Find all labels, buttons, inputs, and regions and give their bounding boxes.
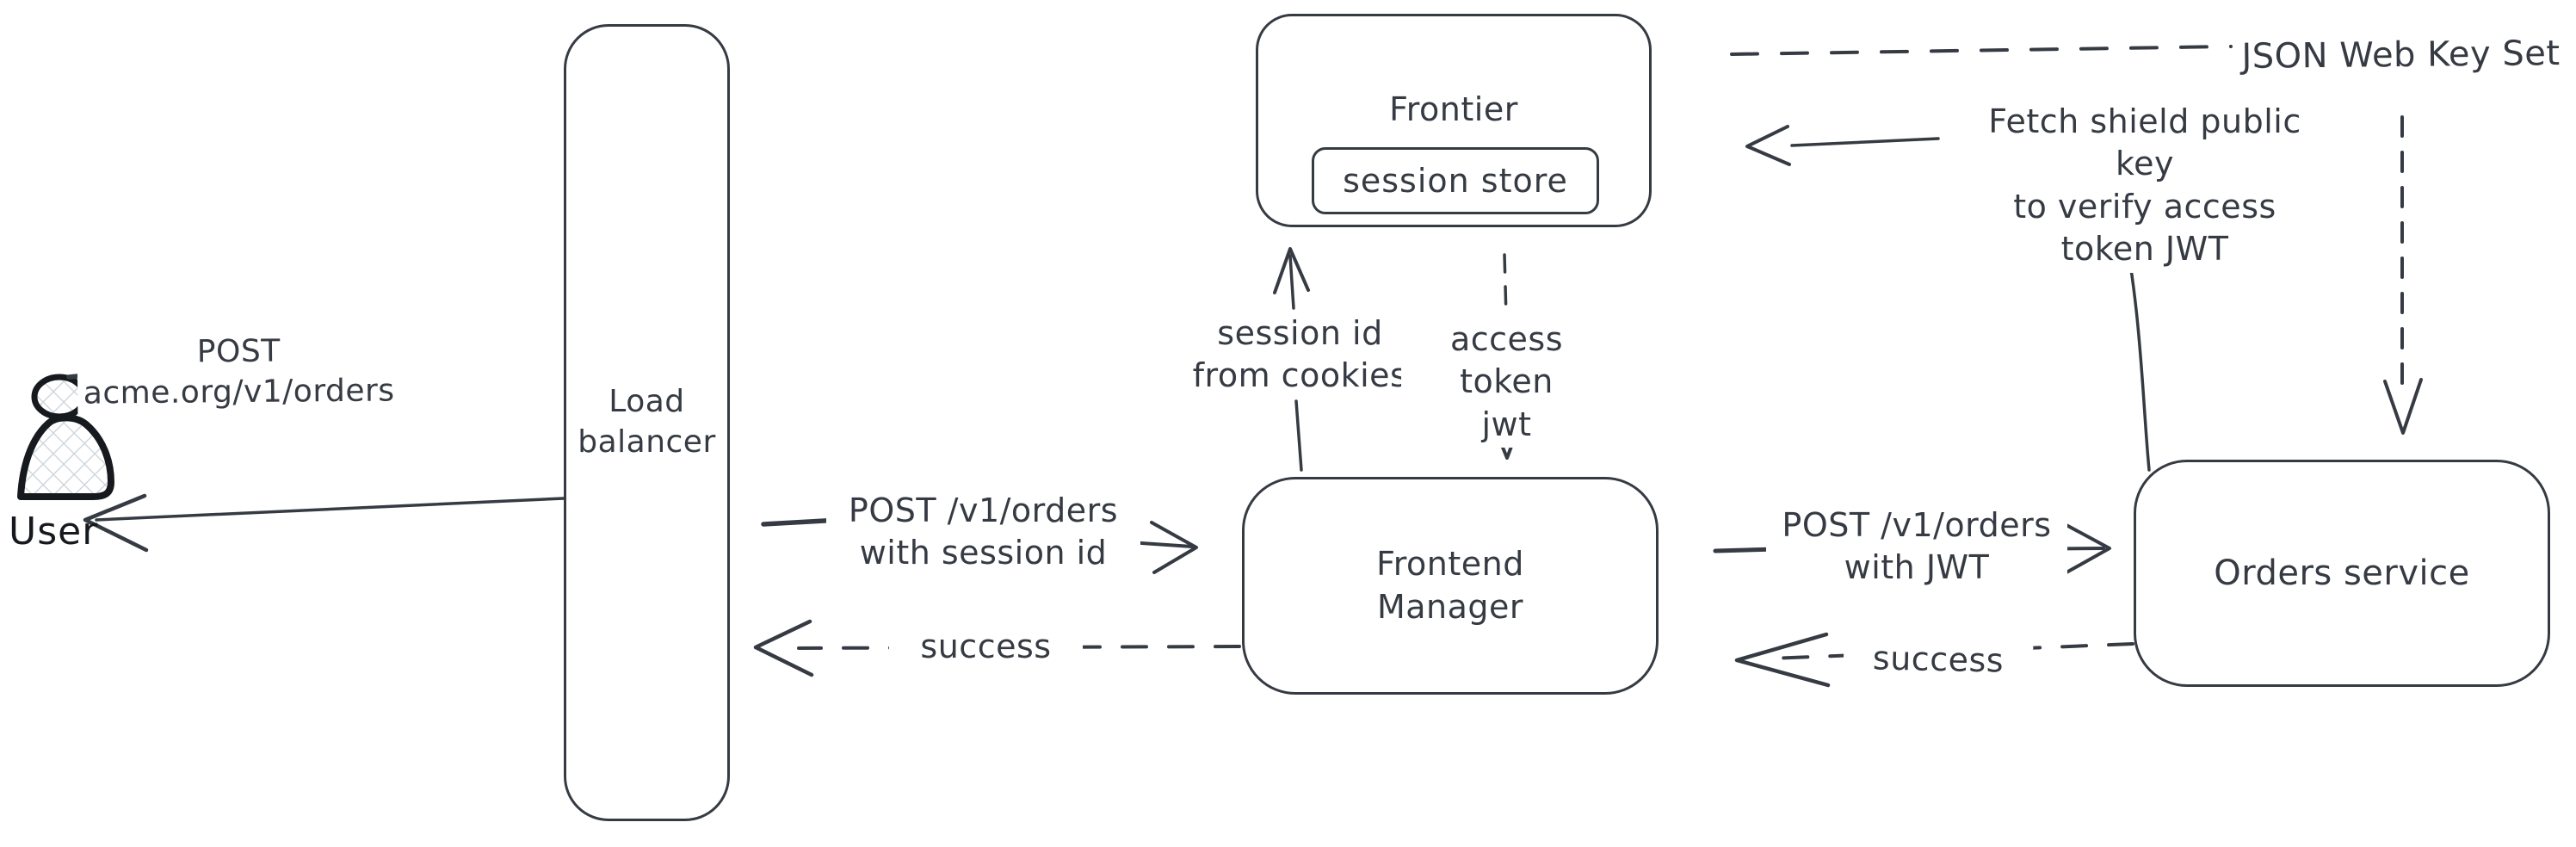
edge-label-post-acme: POST acme.org/v1/orders <box>77 329 401 417</box>
load-balancer-node[interactable]: Load balancer <box>564 24 730 821</box>
arrow-lb-to-user <box>83 493 565 553</box>
session-store-node[interactable]: session store <box>1312 147 1599 214</box>
arrow-frontier-to-jwks <box>1730 45 2233 56</box>
edge-label-success-left: success <box>889 624 1083 671</box>
edge-label-access-token-jwt: access token jwt <box>1401 317 1612 448</box>
arrow-fm-to-frontier-session <box>1273 247 1310 472</box>
frontier-label: Frontier <box>1389 90 1518 128</box>
arrow-fm-to-lb-success <box>753 619 1241 677</box>
frontend-manager-label: Frontend Manager <box>1376 545 1524 626</box>
fetch-public-key-annotation-label: Fetch shield public key to verify access… <box>1964 99 2326 273</box>
orders-service-node[interactable]: Orders service <box>2134 460 2550 687</box>
frontier-node[interactable]: Frontier session store <box>1256 14 1652 227</box>
arrow-orders-to-fm-success <box>1734 632 2134 688</box>
user-label: User <box>9 510 99 553</box>
person-body <box>17 414 114 500</box>
edge-label-post-jwt: POST /v1/orders with JWT <box>1766 503 2067 591</box>
jwks-annotation-label: JSON Web Key Set <box>2234 28 2567 82</box>
session-store-label: session store <box>1343 162 1568 200</box>
edge-label-post-session-id: POST /v1/orders with session id <box>826 488 1140 577</box>
load-balancer-label: Load balancer <box>578 384 716 460</box>
arrow-jwks-to-orders <box>2383 115 2423 435</box>
orders-service-label: Orders service <box>2214 553 2470 593</box>
edge-label-session-id-cookies: session id from cookies <box>1186 311 1414 399</box>
frontend-manager-node[interactable]: Frontend Manager <box>1242 477 1659 695</box>
edge-label-success-right: success <box>1843 634 2034 685</box>
